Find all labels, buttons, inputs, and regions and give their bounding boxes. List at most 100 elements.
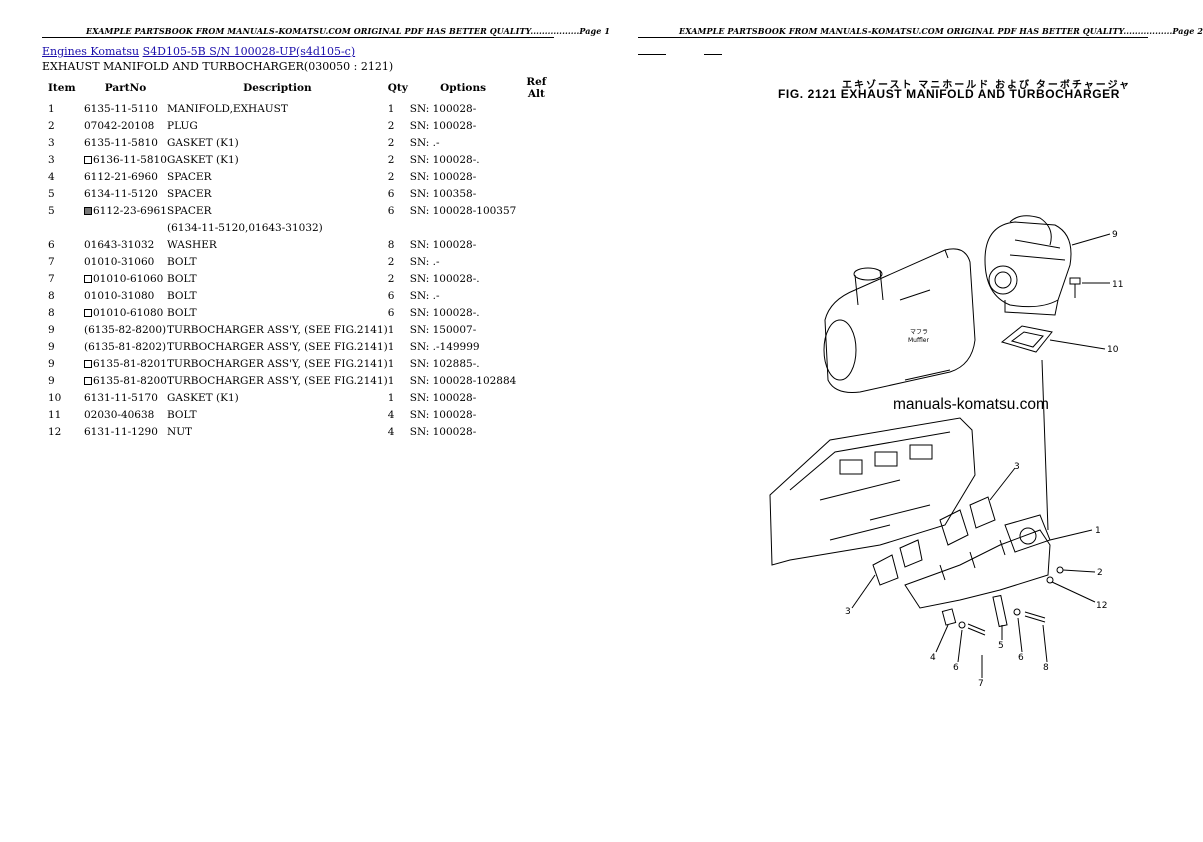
cell-item-text: 9 [48, 357, 55, 370]
col-header-refalt: Ref Alt [526, 76, 547, 100]
callout-numbers: 9 11 10 3 1 2 12 3 5 4 6 6 8 7 [845, 230, 1123, 689]
cell-qty-text: 1 [387, 357, 395, 370]
cell-qty-text: 6 [387, 204, 395, 217]
cell-item-text: 8 [48, 289, 55, 302]
cell-qty-text: 4 [387, 425, 395, 438]
cell-description: GASKET (K1) [167, 389, 388, 406]
breadcrumb-link-engines[interactable]: Engines Komatsu [42, 45, 140, 58]
cell-qty-text: 6 [387, 306, 395, 319]
col-header-item: Item [48, 82, 76, 94]
cell-description: TURBOCHARGER ASS'Y, (SEE FIG.2141) [167, 338, 388, 355]
cell-options: SN: 100028- [410, 423, 517, 440]
cell-qty: 2 [388, 270, 410, 287]
cell-description-text: TURBOCHARGER ASS'Y, (SEE FIG.2141) [167, 340, 388, 353]
square-icon [84, 308, 92, 317]
cell-partno-text: 6134-11-5120 [84, 187, 158, 200]
cell-partno-text: 6131-11-5170 [84, 391, 158, 404]
table-row: 9 (6135-81-8202)TURBOCHARGER ASS'Y, (SEE … [42, 338, 556, 355]
cell-options: SN: 100028-. [410, 270, 517, 287]
cell-refalt [516, 372, 556, 389]
cell-refalt [516, 389, 556, 406]
cell-qty: 2 [388, 151, 410, 168]
cell-options-text: SN: 100028- [409, 119, 477, 132]
cell-qty-text: 1 [387, 340, 395, 353]
engine-head-illustration [769, 417, 976, 566]
cell-partno: 6112-23-6961 [84, 202, 167, 219]
callout-6-left: 6 [953, 663, 959, 673]
cell-item: 4 [42, 168, 84, 185]
callout-3-lower: 3 [845, 607, 851, 617]
cell-partno: 6136-11-5810 [84, 151, 167, 168]
figure-title-japanese: エキゾースト マニホールド および ターボチャージャ [842, 80, 1132, 91]
cell-description-text: TURBOCHARGER ASS'Y, (SEE FIG.2141) [167, 323, 388, 336]
cell-options: SN: 100028-. [410, 151, 517, 168]
cell-qty-text: 1 [387, 391, 395, 404]
cell-refalt [516, 134, 556, 151]
cell-options-text: SN: 100028-. [409, 272, 480, 285]
cell-item-text: 5 [48, 187, 55, 200]
cell-description: SPACER [167, 185, 388, 202]
cell-qty-text: 1 [387, 102, 395, 115]
cell-item-text: 11 [48, 408, 62, 421]
cell-item: 7 [42, 270, 84, 287]
cell-description-text: SPACER [167, 170, 212, 183]
cell-description: SPACER [167, 202, 388, 219]
cell-partno-text: 6135-81-8200 [93, 374, 167, 387]
cell-refalt [516, 168, 556, 185]
cell-refalt [516, 270, 556, 287]
cell-options: SN: 100028- [410, 236, 517, 253]
figure-title: FIG. 2121 EXHAUST MANIFOLD AND TURBOCHAR… [778, 87, 1121, 101]
callout-4: 4 [930, 653, 936, 663]
square-icon [84, 376, 92, 385]
cell-qty-text: 2 [387, 136, 395, 149]
cell-item-text: 5 [48, 204, 55, 217]
cell-item: 5 [42, 202, 84, 219]
cell-options-text: SN: 100028-. [409, 306, 480, 319]
page2-header: EXAMPLE PARTSBOOK FROM MANUALS-KOMATSU.C… [679, 26, 1203, 36]
cell-qty: 8 [388, 236, 410, 253]
cell-qty-text: 8 [387, 238, 395, 251]
cell-options: SN: 100028-. [410, 304, 517, 321]
cell-qty: 6 [388, 304, 410, 321]
cell-options-text: SN: 100028- [409, 170, 477, 183]
cell-item: 8 [42, 287, 84, 304]
cell-partno: 07042-20108 [84, 117, 167, 134]
cell-options: SN: .- [410, 253, 517, 270]
cell-description: TURBOCHARGER ASS'Y, (SEE FIG.2141) [167, 355, 388, 372]
cell-options-text: SN: 100028-102884 [409, 374, 517, 387]
callout-12: 12 [1096, 601, 1107, 611]
cell-item-text: 9 [48, 340, 55, 353]
cell-partno-text: 02030-40638 [84, 408, 155, 421]
cell-item-text: 2 [48, 119, 55, 132]
cell-options: SN: 100028- [410, 117, 517, 134]
cell-description: TURBOCHARGER ASS'Y, (SEE FIG.2141) [167, 321, 388, 338]
cell-description-text: PLUG [167, 119, 198, 132]
cell-partno: (6135-81-8202) [84, 338, 167, 355]
breadcrumb-link-model[interactable]: S4D105-5B S/N 100028-UP(s4d105-c) [142, 45, 356, 58]
cell-qty: 4 [388, 406, 410, 423]
cell-partno-text: (6135-82-8200) [84, 323, 167, 336]
cell-description-text: (6134-11-5120,01643-31032) [167, 221, 323, 234]
cell-refalt [516, 253, 556, 270]
cell-options: SN: 100028- [410, 406, 517, 423]
cell-description-text: NUT [167, 425, 193, 438]
cell-qty-text: 1 [387, 323, 395, 336]
callout-3-upper: 3 [1014, 462, 1020, 472]
callout-6-right: 6 [1018, 653, 1024, 663]
cell-partno-text: 6135-11-5810 [84, 136, 158, 149]
callout-2: 2 [1097, 568, 1103, 578]
cell-qty: 2 [388, 168, 410, 185]
cell-options-text: SN: 100028- [409, 238, 477, 251]
parts-table: Item PartNo Description Qty Options Ref … [42, 76, 556, 440]
cell-options-text: SN: 102885-. [409, 357, 480, 370]
cell-partno: 01010-31080 [84, 287, 167, 304]
exhaust-manifold-illustration [904, 514, 1051, 609]
cell-options: SN: 102885-. [410, 355, 517, 372]
